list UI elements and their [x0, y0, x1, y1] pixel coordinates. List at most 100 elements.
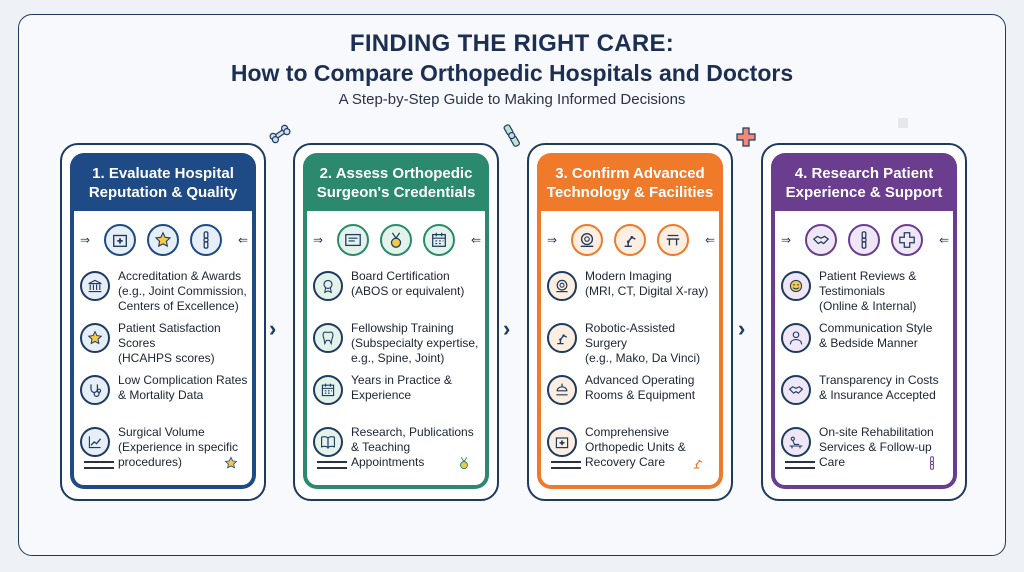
- list-item-line: & Mortality Data: [118, 388, 204, 402]
- list-item-line: Advanced Operating: [585, 373, 695, 387]
- list-item-line: Communication Style: [819, 321, 933, 335]
- list-item-line: Orthopedic Units &: [585, 440, 686, 454]
- page-title: FINDING THE RIGHT CARE:: [349, 30, 675, 57]
- list-item: Low Complication Rates& Mortality Data: [80, 373, 250, 425]
- list-item-line: Testimonials: [819, 284, 886, 298]
- footer-divider: [84, 461, 114, 469]
- list-item: Fellowship Training(Subspecialty experti…: [313, 321, 483, 373]
- list-item-line: Rooms & Equipment: [585, 388, 696, 402]
- list-item-line: Fellowship Training: [351, 321, 454, 335]
- step-card-title: Reputation & Quality: [88, 184, 238, 201]
- list-item-text: Years in Practice &Experience: [351, 373, 452, 403]
- list-item-text: Patient Reviews &Testimonials(Online & I…: [819, 269, 916, 314]
- step-card-body: ⇒⇐Accreditation & Awards(e.g., Joint Com…: [70, 211, 256, 489]
- list-item-line: On-site Rehabilitation: [819, 425, 934, 439]
- list-item-line: Services & Follow-up: [819, 440, 932, 454]
- step-card-title: Surgeon's Credentials: [316, 184, 476, 201]
- footer-decor-icon: [224, 456, 238, 475]
- list-item-line: Board Certification: [351, 269, 450, 283]
- step-card-body: ⇒ ⇐ Board Certification(ABOS or equivalent…: [303, 211, 489, 489]
- step-card-title: 4. Research Patient: [794, 165, 934, 182]
- step-item-list: Accreditation & Awards(e.g., Joint Commi…: [80, 269, 250, 477]
- list-item-line: & Bedside Manner: [819, 336, 918, 350]
- list-item: Research, Publications& Teaching Appoint…: [313, 425, 483, 477]
- list-item-line: Surgical Volume: [118, 425, 205, 439]
- mri-icon: [547, 271, 577, 301]
- step-card-body: ⇒⇐Modern Imaging(MRI, CT, Digital X-ray)…: [537, 211, 723, 489]
- footer-decor-icon: [457, 456, 471, 475]
- list-item: Patient Satisfaction Scores(HCAHPS score…: [80, 321, 250, 373]
- list-item-text: Low Complication Rates& Mortality Data: [118, 373, 247, 403]
- calendar-icon: [423, 224, 455, 256]
- list-item-text: Robotic-Assisted Surgery(e.g., Mako, Da …: [585, 321, 717, 366]
- bank-icon: [80, 271, 110, 301]
- list-item-line: Patient Satisfaction Scores: [118, 321, 221, 350]
- list-item-text: Transparency in Costs& Insurance Accepte…: [819, 373, 939, 403]
- list-item-line: Accreditation & Awards: [118, 269, 242, 283]
- robot-arm-icon: [547, 323, 577, 353]
- step-card-title: 3. Confirm Advanced: [555, 165, 705, 182]
- arrow-right-icon: ⇒: [313, 233, 323, 247]
- smiley-icon: [781, 271, 811, 301]
- list-item: Accreditation & Awards(e.g., Joint Commi…: [80, 269, 250, 321]
- footer-decor-icon: [691, 456, 705, 475]
- list-item: Modern Imaging(MRI, CT, Digital X-ray): [547, 269, 717, 321]
- arrow-right-icon: ⇒: [547, 233, 557, 247]
- list-item: Transparency in Costs& Insurance Accepte…: [781, 373, 951, 425]
- hospital-icon: [104, 224, 136, 256]
- step-card-title: 1. Evaluate Hospital: [92, 165, 234, 182]
- list-item-line: & Insurance Accepted: [819, 388, 936, 402]
- handshake-icon: [805, 224, 837, 256]
- medical-cross-icon: [735, 126, 757, 153]
- step-item-list: Patient Reviews &Testimonials(Online & I…: [781, 269, 951, 477]
- list-item-text: Board Certification(ABOS or equivalent): [351, 269, 464, 299]
- arrow-left-icon: ⇐: [938, 233, 949, 247]
- arrow-right-icon: ⇒: [781, 233, 791, 247]
- star-icon: [80, 323, 110, 353]
- step-card-title: 2. Assess Orthopedic: [319, 165, 473, 182]
- list-item-line: & Teaching Appointments: [351, 440, 425, 469]
- step-card-body: ⇒ ⇐ Patient Reviews &Testimonials(Online &…: [771, 211, 957, 489]
- operating-table-icon: [657, 224, 689, 256]
- list-item-line: (Online & Internal): [819, 299, 917, 313]
- list-item: Patient Reviews &Testimonials(Online & I…: [781, 269, 951, 321]
- certificate-icon: [337, 224, 369, 256]
- list-item-line: Years in Practice &: [351, 373, 452, 387]
- list-item-line: Care: [819, 455, 846, 469]
- step-icon-row: [74, 223, 252, 257]
- step-connector-3-icon: ›: [738, 316, 746, 341]
- list-item-text: Research, Publications& Teaching Appoint…: [351, 425, 483, 470]
- footer-decor-icon: [925, 456, 939, 475]
- list-item-line: Transparency in Costs: [819, 373, 939, 387]
- arrow-left-icon: ⇐: [470, 233, 481, 247]
- list-item-line: Research, Publications: [351, 425, 474, 439]
- list-item: Years in Practice &Experience: [313, 373, 483, 425]
- footer-divider: [785, 461, 815, 469]
- medical-cross-icon: [891, 224, 923, 256]
- star-icon: [147, 224, 179, 256]
- operating-light-icon: [547, 375, 577, 405]
- list-item-line: (ABOS or equivalent): [351, 284, 465, 298]
- medal-icon: [380, 224, 412, 256]
- mri-icon: [571, 224, 603, 256]
- list-item-line: (Experience in specific: [118, 440, 239, 454]
- step-icon-row: [541, 223, 719, 257]
- decorative-square: [898, 118, 908, 128]
- list-item-line: (Subspecialty expertise,: [351, 336, 479, 350]
- step-connector-1-icon: ›: [269, 316, 277, 341]
- step-item-list: Board Certification(ABOS or equivalent) F…: [313, 269, 483, 477]
- list-item-line: Low Complication Rates: [118, 373, 248, 387]
- step-item-list: Modern Imaging(MRI, CT, Digital X-ray)Ro…: [547, 269, 717, 477]
- footer-divider: [317, 461, 347, 469]
